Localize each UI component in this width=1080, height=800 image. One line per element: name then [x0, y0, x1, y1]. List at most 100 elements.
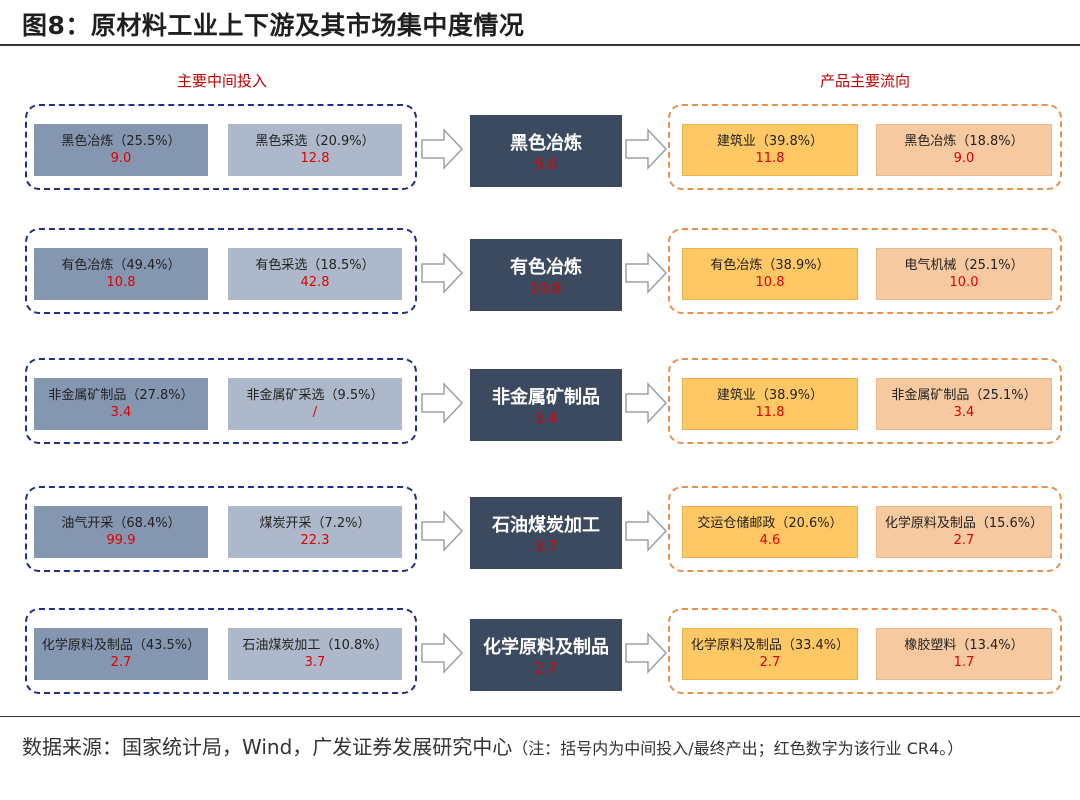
- inputs-group: [25, 228, 417, 314]
- output-cr4-value: 1.7: [953, 655, 975, 670]
- output-label: 建筑业（39.8%）: [716, 134, 824, 149]
- input-cr4-value: 12.8: [300, 151, 330, 166]
- input-cr4-value: 22.3: [300, 533, 330, 548]
- input-cr4-value: 10.8: [106, 275, 136, 290]
- core-industry-label: 石油煤炭加工: [492, 515, 600, 536]
- inputs-group: [25, 608, 417, 694]
- outputs-group: [668, 608, 1062, 694]
- output-label: 黑色冶炼（18.8%）: [904, 134, 1024, 149]
- industry-row: 有色冶炼（49.4%） 10.8 有色采选（18.5%） 42.8 有色冶炼 1…: [0, 228, 1080, 318]
- industry-row: 非金属矿制品（27.8%） 3.4 非金属矿采选（9.5%） / 非金属矿制品 …: [0, 358, 1080, 448]
- core-industry-box: 化学原料及制品 2.7: [470, 619, 622, 691]
- input-box: 黑色冶炼（25.5%） 9.0: [34, 124, 208, 176]
- input-label: 化学原料及制品（43.5%）: [41, 638, 201, 653]
- input-label: 有色采选（18.5%）: [255, 258, 375, 273]
- output-cr4-value: 11.8: [755, 151, 785, 166]
- core-industry-box: 石油煤炭加工 3.7: [470, 497, 622, 569]
- output-box: 非金属矿制品（25.1%） 3.4: [876, 378, 1052, 430]
- input-box: 非金属矿制品（27.8%） 3.4: [34, 378, 208, 430]
- core-industry-cr4-value: 3.4: [534, 411, 558, 427]
- output-cr4-value: 4.6: [759, 533, 781, 548]
- core-industry-cr4-value: 10.8: [530, 281, 562, 297]
- input-cr4-value: /: [312, 405, 318, 420]
- outputs-header: 产品主要流向: [819, 72, 910, 90]
- input-cr4-value: 42.8: [300, 275, 330, 290]
- input-label: 有色冶炼（49.4%）: [61, 258, 181, 273]
- input-box: 有色冶炼（49.4%） 10.8: [34, 248, 208, 300]
- core-industry-cr4-value: 2.7: [534, 661, 558, 677]
- input-label: 黑色冶炼（25.5%）: [61, 134, 181, 149]
- input-label: 石油煤炭加工（10.8%）: [242, 638, 388, 653]
- arrow-right-icon: [421, 128, 464, 170]
- input-cr4-value: 3.4: [110, 405, 132, 420]
- input-label: 煤炭开采（7.2%）: [259, 516, 371, 531]
- output-label: 有色冶炼（38.9%）: [710, 258, 830, 273]
- arrow-right-icon: [625, 632, 668, 674]
- arrow-right-icon: [625, 128, 668, 170]
- input-cr4-value: 2.7: [110, 655, 132, 670]
- core-industry-label: 有色冶炼: [510, 257, 582, 278]
- arrow-right-icon: [421, 632, 464, 674]
- inputs-group: [25, 104, 417, 190]
- core-industry-box: 有色冶炼 10.8: [470, 239, 622, 311]
- input-label: 非金属矿制品（27.8%）: [48, 388, 194, 403]
- core-industry-label: 化学原料及制品: [483, 637, 609, 658]
- industry-row: 油气开采（68.4%） 99.9 煤炭开采（7.2%） 22.3 石油煤炭加工 …: [0, 486, 1080, 576]
- inputs-group: [25, 486, 417, 572]
- output-box: 建筑业（39.8%） 11.8: [682, 124, 858, 176]
- core-industry-cr4-value: 3.7: [534, 539, 558, 555]
- inputs-group: [25, 358, 417, 444]
- output-cr4-value: 10.8: [755, 275, 785, 290]
- outputs-group: [668, 358, 1062, 444]
- output-box: 建筑业（38.9%） 11.8: [682, 378, 858, 430]
- input-box: 石油煤炭加工（10.8%） 3.7: [228, 628, 402, 680]
- industry-row: 黑色冶炼（25.5%） 9.0 黑色采选（20.9%） 12.8 黑色冶炼 9.…: [0, 104, 1080, 194]
- source-note: 数据来源：国家统计局，Wind，广发证券发展研究中心（注：括号内为中间投入/最终…: [22, 725, 1062, 771]
- arrow-right-icon: [625, 510, 668, 552]
- footer-divider: [0, 716, 1080, 717]
- output-cr4-value: 9.0: [953, 151, 975, 166]
- input-cr4-value: 9.0: [110, 151, 132, 166]
- outputs-group: [668, 486, 1062, 572]
- arrow-right-icon: [625, 382, 668, 424]
- input-label: 黑色采选（20.9%）: [255, 134, 375, 149]
- output-cr4-value: 10.0: [949, 275, 979, 290]
- output-cr4-value: 3.4: [953, 405, 975, 420]
- outputs-group: [668, 104, 1062, 190]
- core-industry-box: 黑色冶炼 9.0: [470, 115, 622, 187]
- industry-row: 化学原料及制品（43.5%） 2.7 石油煤炭加工（10.8%） 3.7 化学原…: [0, 608, 1080, 698]
- input-box: 有色采选（18.5%） 42.8: [228, 248, 402, 300]
- output-label: 化学原料及制品（33.4%）: [690, 638, 850, 653]
- output-cr4-value: 11.8: [755, 405, 785, 420]
- arrow-right-icon: [625, 252, 668, 294]
- input-box: 黑色采选（20.9%） 12.8: [228, 124, 402, 176]
- output-box: 橡胶塑料（13.4%） 1.7: [876, 628, 1052, 680]
- output-box: 有色冶炼（38.9%） 10.8: [682, 248, 858, 300]
- output-box: 化学原料及制品（33.4%） 2.7: [682, 628, 858, 680]
- title-divider: [0, 44, 1080, 46]
- source-text: 数据来源：国家统计局，Wind，广发证券发展研究中心: [22, 735, 513, 759]
- inputs-header: 主要中间投入: [176, 72, 267, 90]
- arrow-right-icon: [421, 510, 464, 552]
- output-box: 化学原料及制品（15.6%） 2.7: [876, 506, 1052, 558]
- output-label: 电气机械（25.1%）: [904, 258, 1024, 273]
- input-cr4-value: 99.9: [106, 533, 136, 548]
- output-box: 黑色冶炼（18.8%） 9.0: [876, 124, 1052, 176]
- input-box: 油气开采（68.4%） 99.9: [34, 506, 208, 558]
- core-industry-label: 黑色冶炼: [510, 133, 582, 154]
- output-box: 电气机械（25.1%） 10.0: [876, 248, 1052, 300]
- outputs-group: [668, 228, 1062, 314]
- core-industry-box: 非金属矿制品 3.4: [470, 369, 622, 441]
- output-label: 建筑业（38.9%）: [716, 388, 824, 403]
- output-label: 橡胶塑料（13.4%）: [904, 638, 1024, 653]
- input-box: 非金属矿采选（9.5%） /: [228, 378, 402, 430]
- output-label: 交运仓储邮政（20.6%）: [697, 516, 843, 531]
- input-box: 煤炭开采（7.2%） 22.3: [228, 506, 402, 558]
- input-box: 化学原料及制品（43.5%） 2.7: [34, 628, 208, 680]
- figure-title: 图8：原材料工业上下游及其市场集中度情况: [22, 11, 525, 40]
- core-industry-label: 非金属矿制品: [492, 387, 600, 408]
- input-cr4-value: 3.7: [304, 655, 326, 670]
- output-label: 化学原料及制品（15.6%）: [884, 516, 1044, 531]
- output-cr4-value: 2.7: [759, 655, 781, 670]
- arrow-right-icon: [421, 252, 464, 294]
